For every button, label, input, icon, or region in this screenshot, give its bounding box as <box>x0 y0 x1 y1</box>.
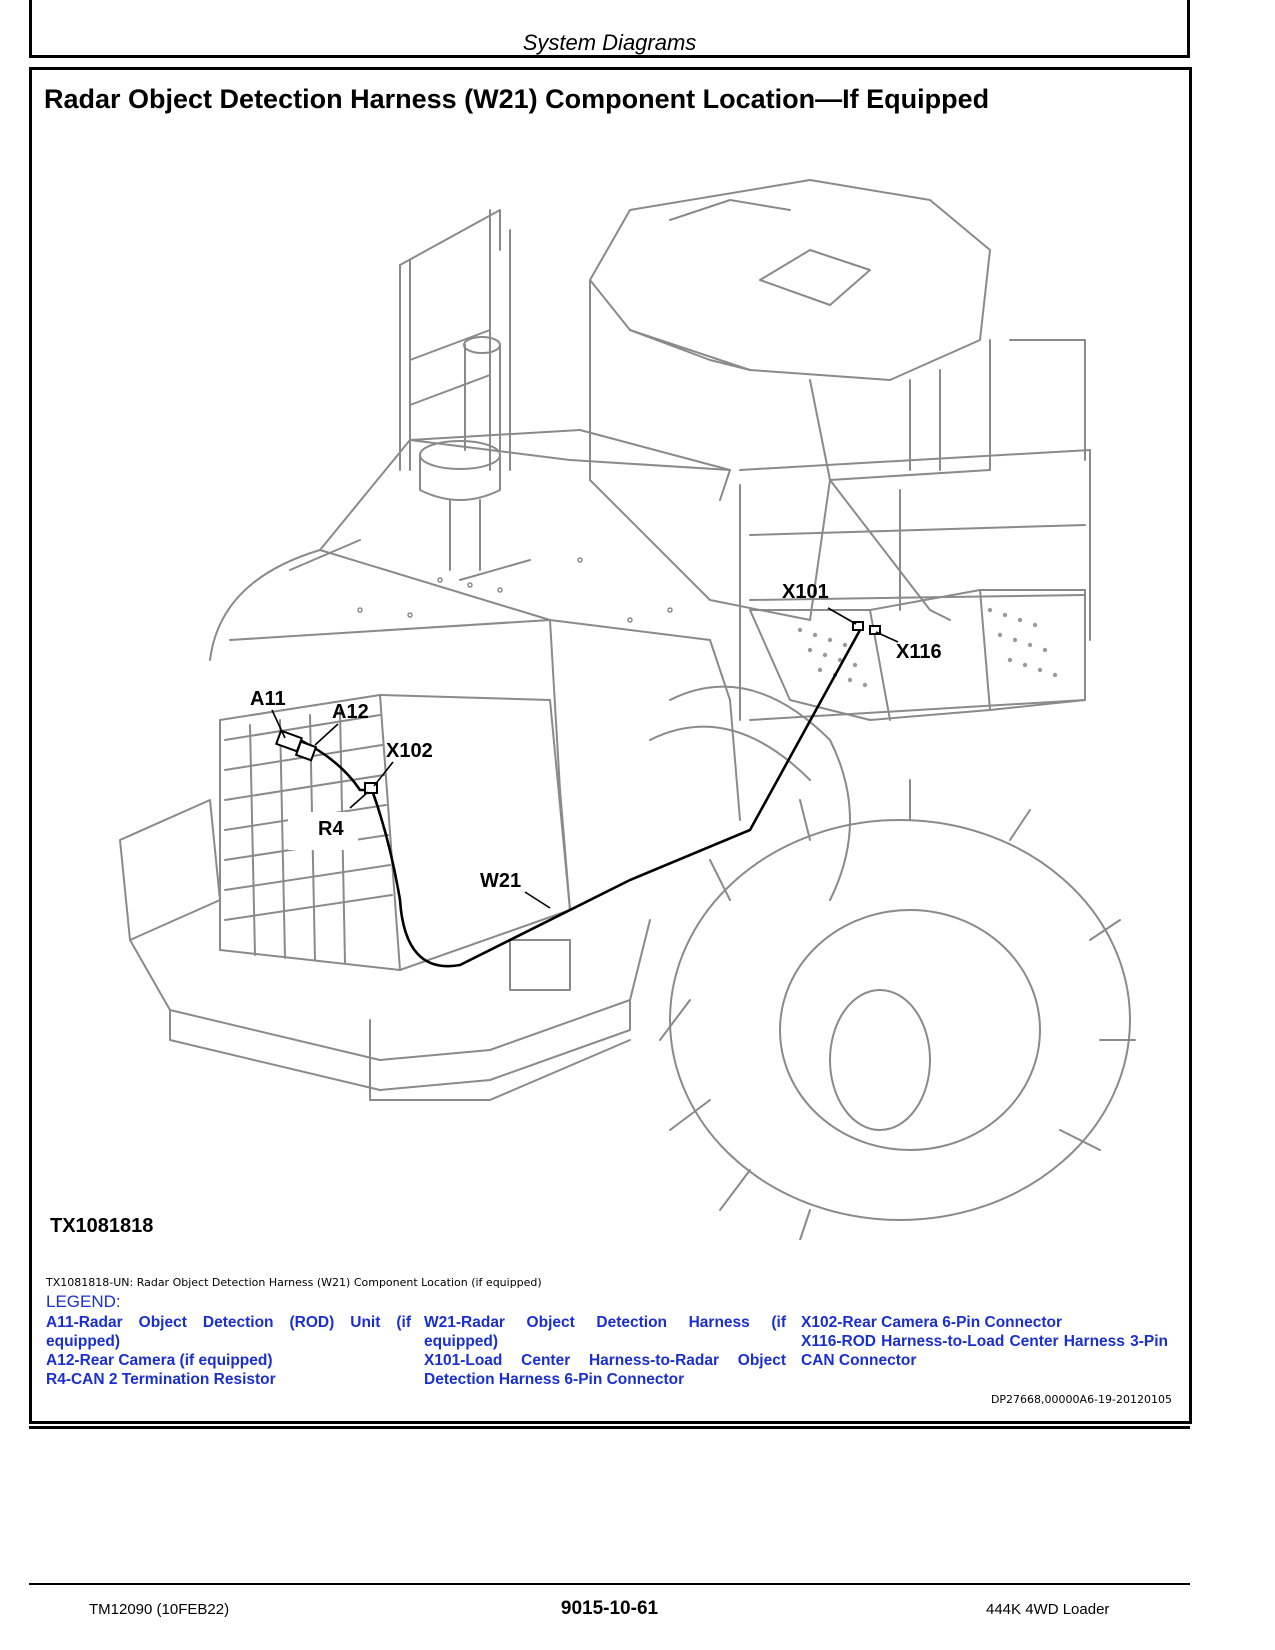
document-code: DP27668,00000A6-19-20120105 <box>990 1393 1172 1406</box>
platform-dots <box>797 607 1058 688</box>
figure-id: TX1081818 <box>50 1215 154 1237</box>
footer-rule <box>29 1583 1190 1585</box>
cab-outline <box>589 179 991 621</box>
legend-item-w21: W21-Radar Object Detection Harness (if e… <box>424 1314 786 1350</box>
callout-x101: X101 <box>782 581 829 603</box>
callout-a11: A11 <box>250 688 286 710</box>
header-left-rule <box>29 0 32 58</box>
legend-item-x102: X102-Rear Camera 6-Pin Connector <box>801 1314 1063 1331</box>
header-rule <box>29 55 1190 58</box>
rear-wheel <box>649 685 1136 1240</box>
callout-w21: W21 <box>480 870 521 892</box>
legend-column-1: A11-Radar Object Detection (ROD) Unit (i… <box>46 1313 411 1389</box>
a12-component <box>294 740 318 762</box>
content-frame <box>29 67 1192 1424</box>
callout-a12: A12 <box>332 701 369 723</box>
page-title: Radar Object Detection Harness (W21) Com… <box>44 84 990 114</box>
legend-title: LEGEND: <box>46 1292 121 1311</box>
figure-caption: TX1081818-UN: Radar Object Detection Har… <box>46 1276 542 1289</box>
rear-grille <box>219 694 571 971</box>
legend-item-r4: R4-CAN 2 Termination Resistor <box>46 1371 276 1388</box>
header-right-rule <box>1187 0 1190 58</box>
legend-item-x116: X116-ROD Harness-to-Load Center Harness … <box>801 1333 1168 1369</box>
callout-x102: X102 <box>386 740 433 762</box>
legend-column-3: X102-Rear Camera 6-Pin Connector X116-RO… <box>801 1313 1168 1370</box>
callout-x116: X116 <box>896 641 942 663</box>
legend-item-a12: A12-Rear Camera (if equipped) <box>46 1352 273 1369</box>
guard-rail-right <box>739 339 1091 721</box>
x101-connector <box>852 621 864 631</box>
counterweight <box>119 799 651 1101</box>
w21-harness <box>298 628 862 968</box>
leader-lines <box>271 607 899 909</box>
x116-connector <box>869 625 881 635</box>
footer-manual-id: TM12090 (10FEB22) <box>89 1601 230 1618</box>
exhaust-stack <box>419 336 501 571</box>
loader-diagram: A11 A12 X102 R4 W21 X101 X116 <box>119 179 1136 1240</box>
legend-item-a11: A11-Radar Object Detection (ROD) Unit (i… <box>46 1314 411 1350</box>
guard-rail-left <box>399 209 511 471</box>
footer-model: 444K 4WD Loader <box>986 1601 1110 1618</box>
section-title: System Diagrams <box>522 30 697 55</box>
x102-connector <box>364 782 378 794</box>
legend-column-2: W21-Radar Object Detection Harness (if e… <box>424 1313 786 1389</box>
legend-item-x101: X101-Load Center Harness-to-Radar Object… <box>424 1352 786 1388</box>
callout-r4: R4 <box>318 818 344 840</box>
frame-bottom-rule <box>29 1426 1190 1429</box>
footer-page-number: 9015-10-61 <box>560 1598 659 1619</box>
